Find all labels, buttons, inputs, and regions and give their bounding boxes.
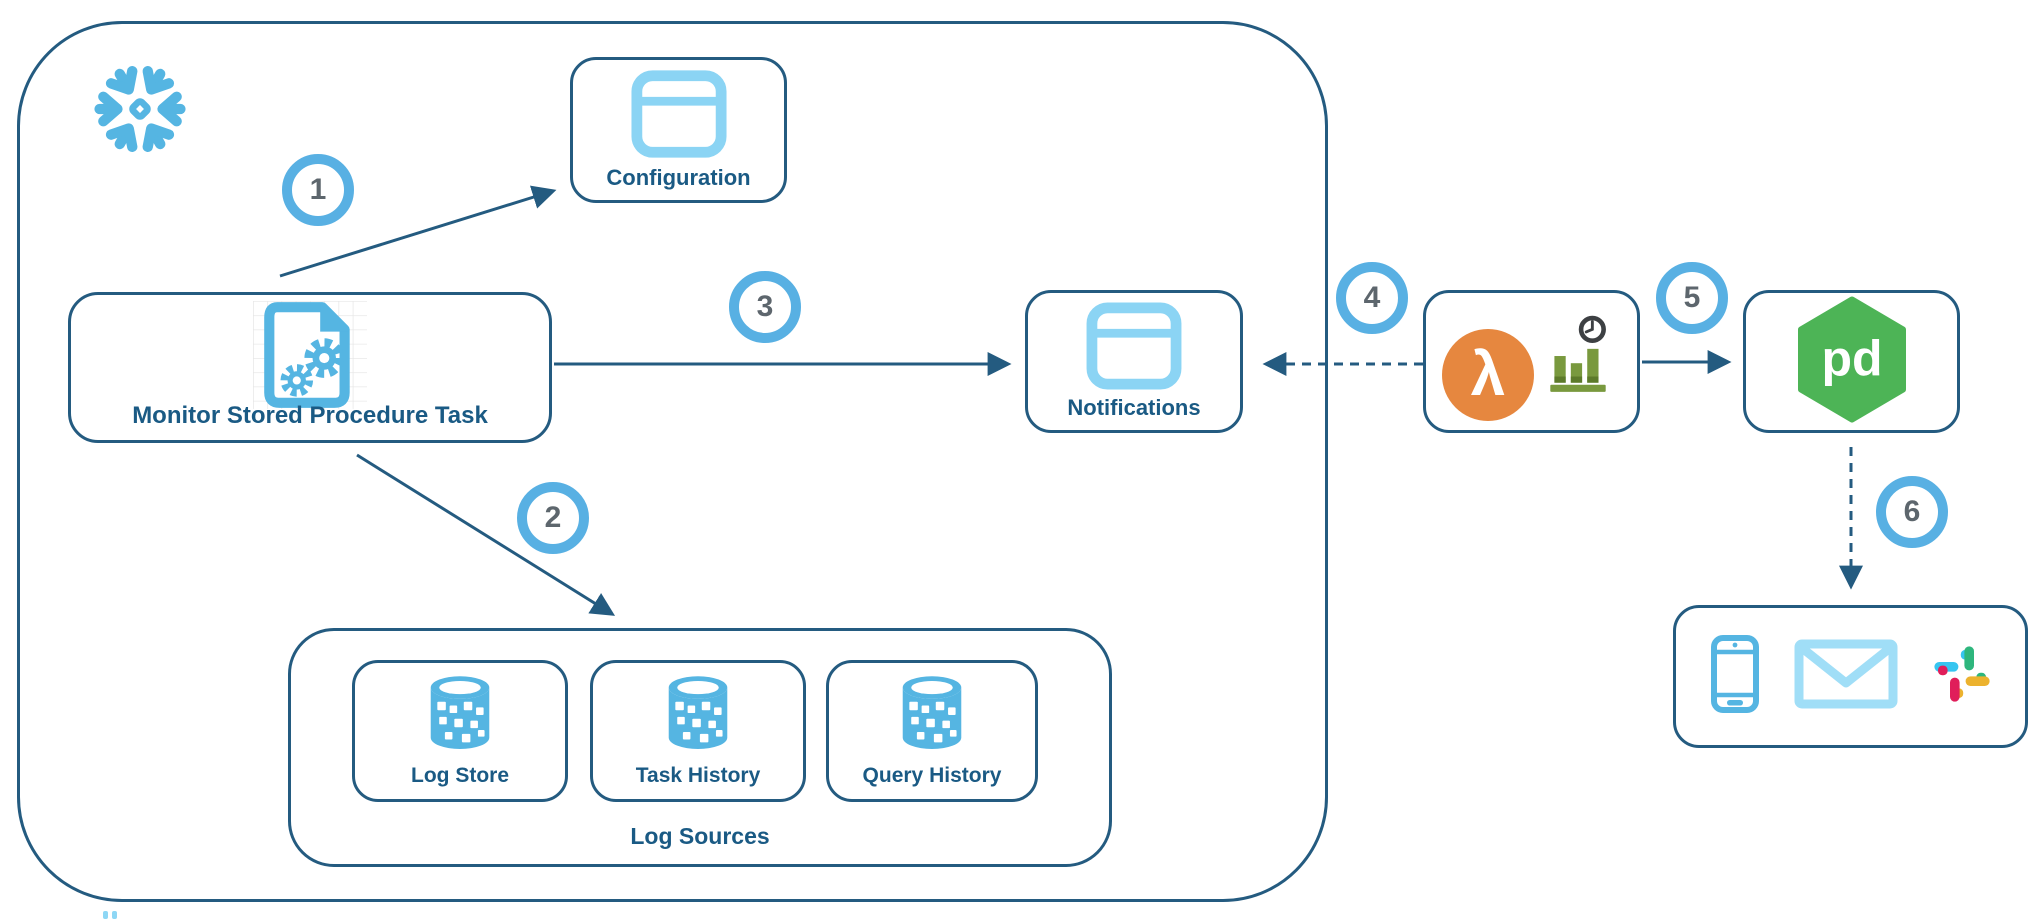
configuration-node: Configuration (570, 57, 787, 203)
pagerduty-label: pd (1821, 330, 1882, 386)
window-table-icon (573, 68, 784, 160)
pagerduty-hexagon-icon: pd (1796, 296, 1908, 428)
step-badge-6: 6 (1876, 476, 1948, 548)
window-table-icon (1028, 301, 1240, 391)
cropped-watermark (103, 911, 117, 919)
cloudwatch-scheduled-event-icon (1546, 315, 1610, 400)
phone-icon (1710, 635, 1760, 718)
monitor-task-label: Monitor Stored Procedure Task (132, 402, 488, 429)
step-number: 5 (1683, 281, 1701, 314)
step-number: 6 (1903, 495, 1921, 528)
log-store-node: Log Store (352, 660, 568, 802)
email-icon (1794, 639, 1898, 714)
step-number: 3 (756, 290, 774, 323)
log-store-label: Log Store (411, 764, 509, 787)
aws-lambda-icon: λ (1442, 329, 1534, 421)
snowflake-icon (90, 62, 190, 156)
step-badge-5: 5 (1656, 262, 1728, 334)
lambda-scheduler-node: λ (1423, 290, 1640, 433)
log-sources-label: Log Sources (630, 823, 770, 849)
step-badge-2: 2 (517, 482, 589, 554)
step-number: 1 (309, 173, 327, 206)
slack-icon (1932, 644, 1992, 709)
alert-channels-node (1673, 605, 2028, 748)
monitor-task-node: Monitor Stored Procedure Task (68, 292, 552, 443)
task-history-label: Task History (635, 764, 761, 787)
lambda-glyph: λ (1470, 340, 1506, 409)
step-number: 4 (1363, 281, 1381, 314)
query-history-node: Query History (826, 660, 1038, 802)
query-history-label: Query History (862, 764, 1002, 787)
notifications-node: Notifications (1025, 290, 1243, 433)
pagerduty-node: pd (1743, 290, 1960, 433)
database-icon (355, 673, 565, 755)
configuration-label: Configuration (606, 165, 751, 190)
database-icon (593, 673, 803, 755)
stored-procedure-gears-document-icon (71, 301, 549, 409)
step-badge-3: 3 (729, 271, 801, 343)
step-number: 2 (544, 501, 562, 534)
step-badge-4: 4 (1336, 262, 1408, 334)
step-badge-1: 1 (282, 154, 354, 226)
task-history-node: Task History (590, 660, 806, 802)
database-icon (829, 673, 1035, 755)
notifications-label: Notifications (1067, 395, 1201, 420)
